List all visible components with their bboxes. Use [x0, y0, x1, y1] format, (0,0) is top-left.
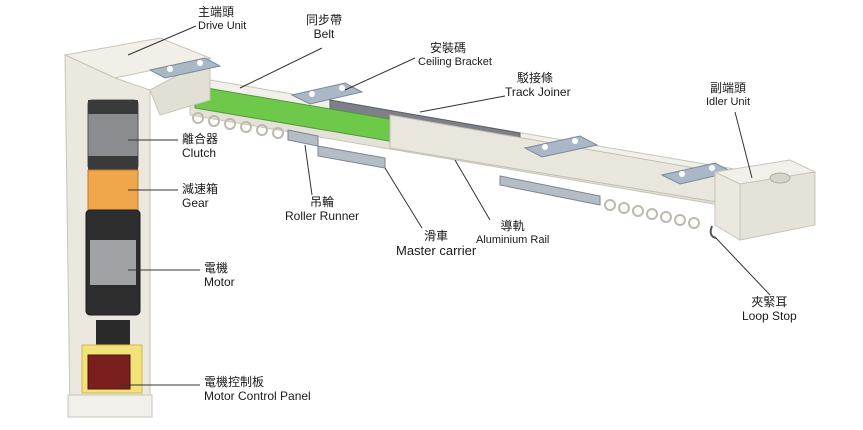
label-master-carrier: 滑車 Master carrier — [396, 229, 477, 258]
drive-unit-base — [67, 394, 153, 418]
label-gear: 減速箱 Gear — [182, 182, 219, 210]
label-loop-stop: 夾緊耳 Loop Stop — [742, 295, 797, 323]
label-idler-unit: 副端頭 Idler Unit — [706, 81, 751, 108]
label-aluminium-rail: 導軌 Aluminium Rail — [476, 219, 550, 246]
leader-lines — [120, 25, 771, 386]
ceiling-bracket-1 — [148, 57, 222, 79]
label-motor-control-panel: 電機控制板 Motor Control Panel — [204, 375, 311, 403]
label-belt: 同步帶 Belt — [306, 13, 343, 41]
master-carrier-3 — [499, 175, 601, 206]
idler-unit-side — [714, 171, 741, 241]
label-track-joiner: 駁接條 Track Joiner — [505, 71, 571, 99]
ceiling-bracket-2 — [290, 82, 364, 105]
master-carrier-2 — [317, 145, 386, 169]
label-roller-runner: 吊輪 Roller Runner — [285, 195, 360, 223]
label-drive-unit: 主端頭 Drive Unit — [198, 5, 247, 32]
label-clutch: 離合器 Clutch — [182, 132, 219, 160]
roller-runners-left — [192, 112, 284, 139]
control-panel-part — [87, 354, 131, 390]
label-ceiling-bracket: 安裝碼 Ceiling Bracket — [418, 41, 492, 68]
loop-stop-hook — [709, 225, 717, 239]
roller-runners-right — [604, 199, 700, 229]
label-motor: 電機 Motor — [204, 261, 235, 289]
ceiling-bracket-3 — [523, 135, 599, 158]
